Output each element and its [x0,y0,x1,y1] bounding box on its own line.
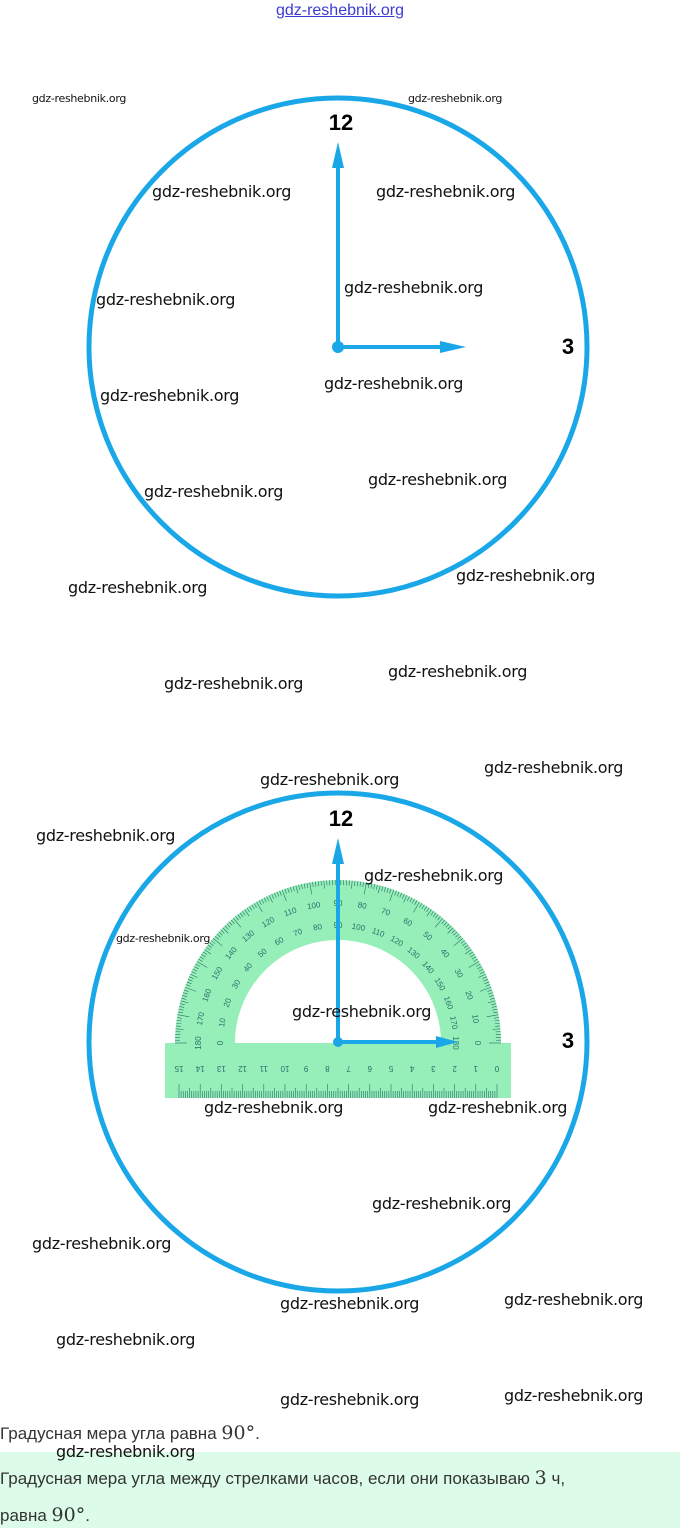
watermark: gdz-reshebnik.org [376,182,515,201]
watermark: gdz-reshebnik.org [32,1234,171,1253]
watermark: gdz-reshebnik.org [504,1386,643,1405]
answer-text: ч, [552,1469,566,1488]
hour-hand-arrow [440,341,466,353]
ruler-label: 6 [367,1064,372,1073]
watermark: gdz-reshebnik.org [32,92,126,105]
minute-hand-arrow [332,838,344,864]
ruler-label: 4 [409,1064,414,1073]
clock-2: 0180101702016030150401405013060120701108… [89,793,587,1291]
watermark: gdz-reshebnik.org [368,470,507,489]
answer-text: равна [0,1506,47,1525]
watermark: gdz-reshebnik.org [364,866,503,885]
label-12: 12 [329,806,353,831]
watermark: gdz-reshebnik.org [260,770,399,789]
ruler-label: 8 [325,1064,330,1073]
answer-text: Градусная мера угла равна [0,1424,217,1443]
ruler-label: 9 [303,1064,308,1073]
watermark: gdz-reshebnik.org [56,1442,195,1461]
answer-line-1: Градусная мера угла равна 90°. [0,1422,260,1444]
watermark: gdz-reshebnik.org [408,92,502,105]
clock-1: 12 3 [89,98,587,596]
watermark: gdz-reshebnik.org [372,1194,511,1213]
ruler-label: 15 [174,1064,183,1073]
label-3: 3 [562,334,574,359]
angle-value: 90° [221,1422,255,1444]
ruler-label: 5 [388,1064,393,1073]
ruler-label: 11 [259,1064,268,1073]
ruler-label: 0 [494,1064,499,1073]
ruler-label: 3 [431,1064,436,1073]
ruler-label: 13 [216,1064,225,1073]
watermark: gdz-reshebnik.org [344,278,483,297]
protractor-label: 0 [473,1041,482,1046]
watermark: gdz-reshebnik.org [204,1098,343,1117]
watermark: gdz-reshebnik.org [36,826,175,845]
watermark: gdz-reshebnik.org [68,578,207,597]
hours-value: 3 [535,1467,547,1489]
label-12: 12 [329,110,353,135]
answer-text: Градусная мера угла между стрелками часо… [0,1469,530,1488]
ruler-label: 7 [346,1064,351,1073]
watermark: gdz-reshebnik.org [280,1390,419,1409]
watermark: gdz-reshebnik.org [280,1294,419,1313]
ruler-label: 12 [238,1064,247,1073]
watermark: gdz-reshebnik.org [428,1098,567,1117]
minute-hand-arrow [332,142,344,168]
ruler-label: 2 [452,1064,457,1073]
watermark: gdz-reshebnik.org [324,374,463,393]
protractor-label: 180 [194,1036,203,1050]
watermark: gdz-reshebnik.org [96,290,235,309]
clocks-diagram: 12 3 01801017020160301504014050130601207… [0,0,680,1420]
watermark: gdz-reshebnik.org [100,386,239,405]
watermark: gdz-reshebnik.org [292,1002,431,1021]
watermark: gdz-reshebnik.org [164,674,303,693]
watermark: gdz-reshebnik.org [504,1290,643,1309]
label-3: 3 [562,1028,574,1053]
ruler-label: 1 [473,1064,478,1073]
watermark: gdz-reshebnik.org [484,758,623,777]
watermark: gdz-reshebnik.org [456,566,595,585]
watermark: gdz-reshebnik.org [56,1330,195,1349]
ruler-label: 14 [195,1064,204,1073]
watermark: gdz-reshebnik.org [144,482,283,501]
angle-value: 90° [52,1504,86,1526]
ruler-label: 10 [280,1064,289,1073]
protractor-label: 0 [216,1040,225,1045]
answer-line-2: Градусная мера угла между стрелками часо… [0,1460,565,1534]
watermark: gdz-reshebnik.org [388,662,527,681]
watermark: gdz-reshebnik.org [152,182,291,201]
watermark: gdz-reshebnik.org [116,932,210,945]
